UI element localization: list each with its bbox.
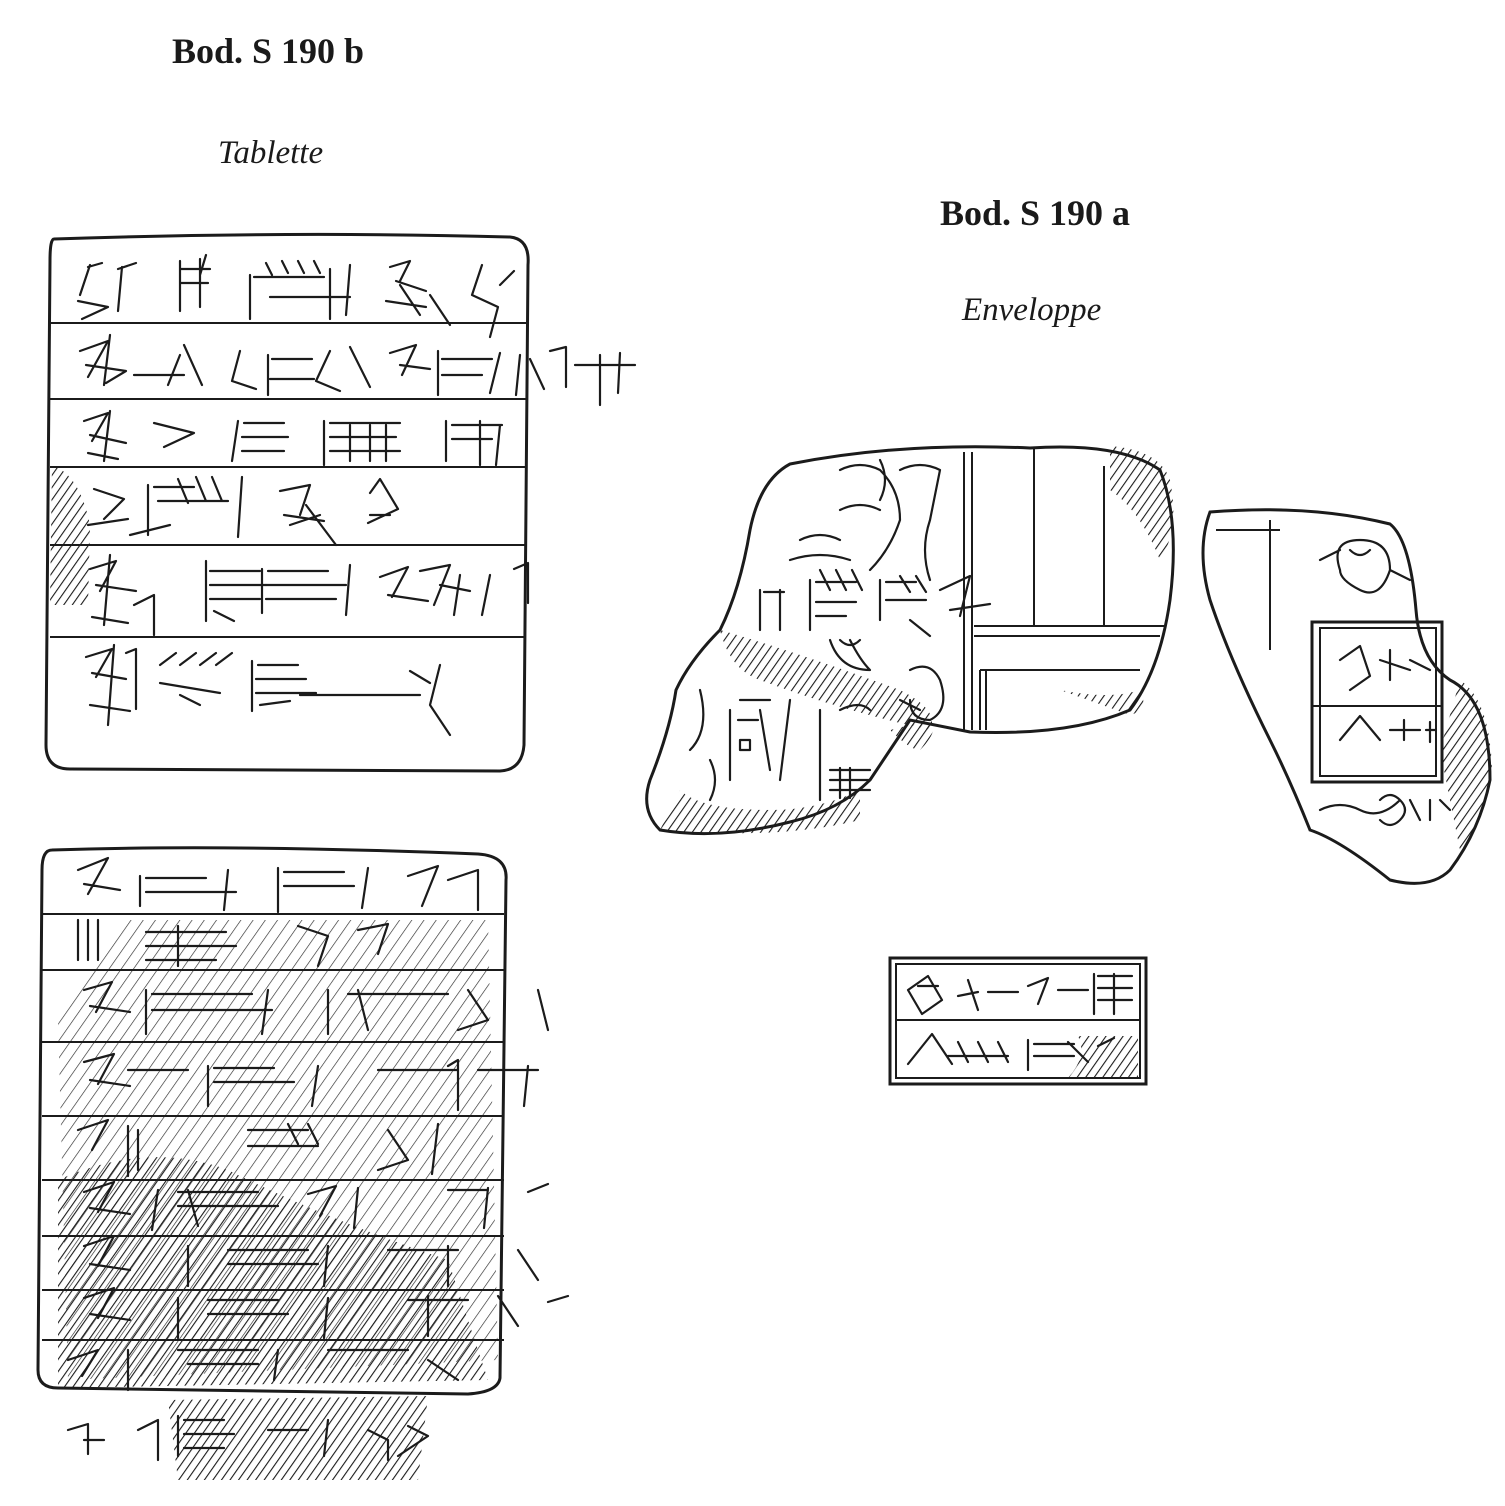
- tablet-reverse-drawing: [36, 846, 570, 1480]
- envelope-fragment-seal: [1201, 508, 1492, 885]
- tablet-heading: Bod. S 190 b: [172, 31, 365, 71]
- envelope-subheading: Enveloppe: [962, 292, 1102, 328]
- seal-impression-drawing: [888, 956, 1148, 1086]
- envelope-heading: Bod. S 190 a: [940, 193, 1131, 233]
- tablet-obverse-drawing: [44, 232, 637, 773]
- envelope-fragment-large: [645, 445, 1175, 836]
- tablet-subheading: Tablette: [218, 135, 324, 171]
